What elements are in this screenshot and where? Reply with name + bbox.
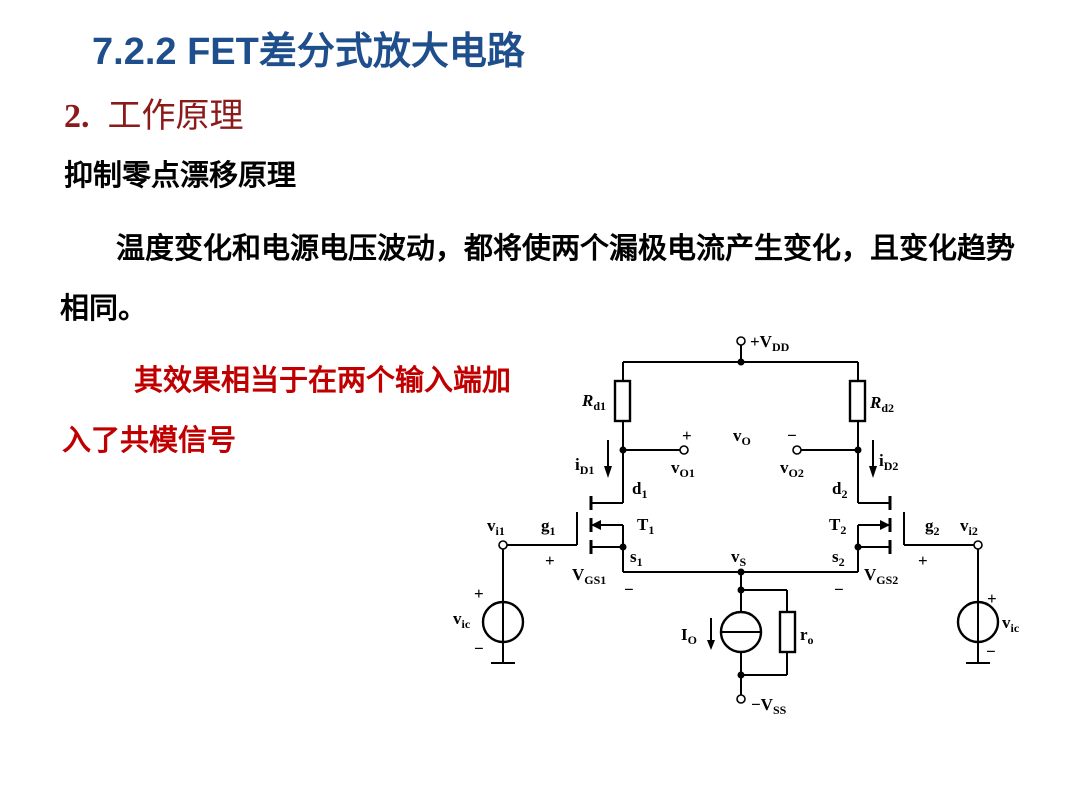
- topic-heading: 抑制零点漂移原理: [64, 158, 297, 192]
- section-title: 2. 工作原理: [64, 88, 244, 137]
- vo-plus: +: [682, 426, 692, 445]
- body-paragraph: 温度变化和电源电压波动，都将使两个漏极电流产生变化，且变化趋势相同。: [60, 231, 1016, 325]
- vdd-label: +VDD: [750, 332, 790, 354]
- vic-left-source: [481, 549, 525, 664]
- vo-minus: −: [787, 426, 797, 445]
- d1-label: d1: [632, 479, 647, 501]
- rd1-label: Rd1: [581, 391, 606, 413]
- vic-right-label: vic: [1002, 613, 1020, 635]
- vgs2-plus: +: [918, 551, 928, 570]
- vo1-label: vO1: [671, 458, 695, 480]
- section-title-text: 工作原理: [107, 96, 244, 136]
- vi2-label: vi2: [960, 516, 978, 538]
- vgs2-label: VGS2: [864, 565, 898, 587]
- section-number: 2.: [64, 98, 90, 135]
- ro-label: ro: [800, 625, 814, 647]
- s2-label: s2: [832, 547, 845, 569]
- vic-right-source: [956, 549, 1000, 664]
- vo2-label: vO2: [780, 458, 804, 480]
- highlight-paragraph: 其效果相当于在两个输入端加入了共模信号: [62, 363, 512, 457]
- vs-label: vS: [731, 547, 747, 569]
- id1-label: iD1: [575, 455, 594, 477]
- rd2-resistor: [848, 379, 867, 423]
- drain-current-arrows: [604, 440, 877, 478]
- io-current-source: [707, 610, 763, 654]
- drain-wires: [591, 421, 890, 504]
- rd1-resistor: [613, 379, 632, 423]
- vic-left-plus: +: [474, 584, 484, 603]
- ro-resistor: [778, 610, 797, 654]
- slide-title: 7.2.2 FET差分式放大电路: [92, 31, 525, 73]
- g2-label: g2: [925, 516, 940, 538]
- vdd-rail: [622, 336, 859, 381]
- vic-right-plus: +: [987, 589, 997, 608]
- vgs1-label: VGS1: [572, 565, 606, 587]
- t2-label: T2: [829, 515, 846, 537]
- vic-right-minus: −: [986, 642, 996, 661]
- io-label: IO: [681, 625, 697, 647]
- vss-label: −VSS: [751, 695, 787, 717]
- vic-left-minus: −: [474, 639, 484, 658]
- s1-label: s1: [630, 547, 643, 569]
- vi1-label: vi1: [487, 516, 505, 538]
- vgs1-plus: +: [545, 551, 555, 570]
- t1-label: T1: [637, 515, 654, 537]
- vgs2-minus: −: [834, 580, 844, 599]
- vgs1-minus: −: [624, 580, 634, 599]
- rd2-label: Rd2: [869, 393, 894, 415]
- source-node-wires: [623, 568, 858, 704]
- t1-transistor: [498, 496, 627, 572]
- d2-label: d2: [832, 479, 847, 501]
- id2-label: iD2: [879, 451, 898, 473]
- t2-transistor: [854, 496, 983, 572]
- vic-left-label: vic: [453, 609, 471, 631]
- vo-label: vO: [733, 426, 751, 448]
- g1-label: g1: [541, 516, 556, 538]
